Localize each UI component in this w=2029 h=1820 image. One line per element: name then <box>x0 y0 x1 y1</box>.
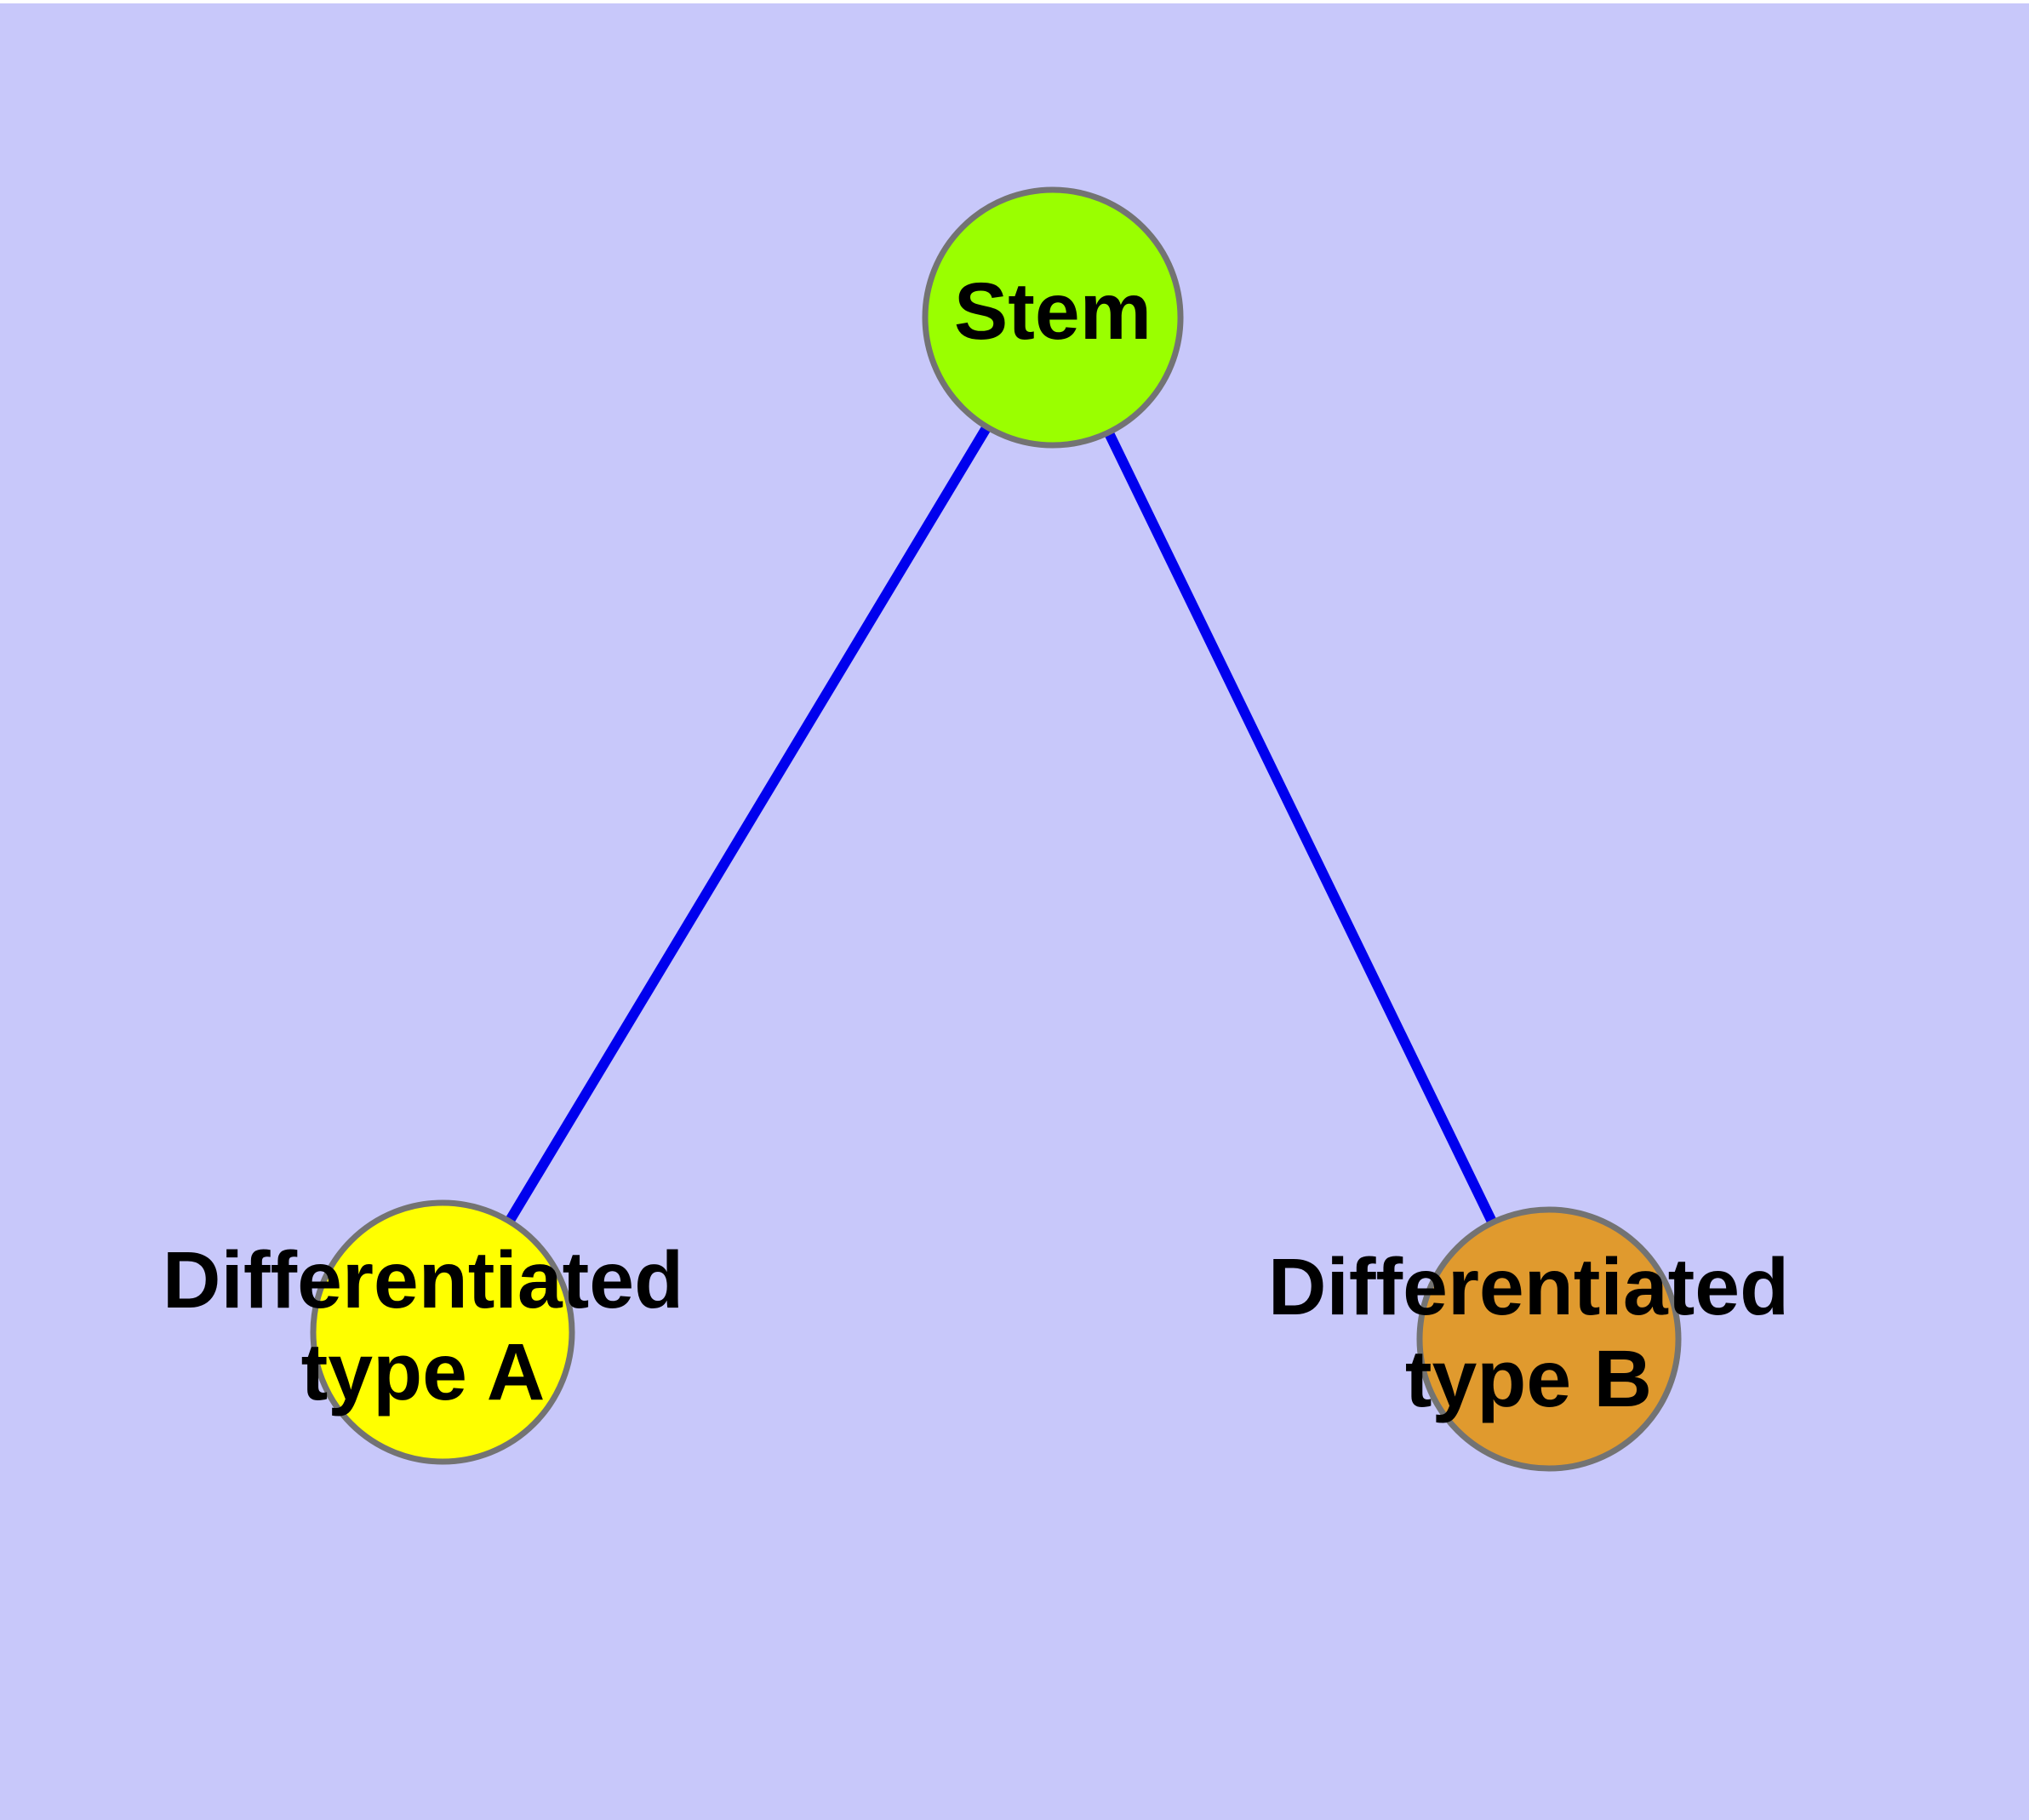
graph-node-label-line: type A <box>301 1327 546 1417</box>
top-margin-strip <box>0 0 2029 3</box>
graph-node-label-line: type B <box>1405 1334 1652 1424</box>
graph-node-stem[interactable] <box>922 186 1184 449</box>
graph-node-diffA[interactable] <box>310 1199 575 1465</box>
graph-node-diffB[interactable] <box>1416 1206 1682 1472</box>
edges-layer <box>499 415 1502 1234</box>
graph-node-label-stem: Stem <box>954 266 1152 357</box>
graph-node-label-line: Stem <box>954 266 1152 357</box>
graph-edge-stem-diffA <box>499 415 997 1233</box>
graph-node-label-line: Differentiated <box>1268 1242 1789 1332</box>
nodes-layer <box>310 186 1682 1472</box>
graph-edge-stem-diffB <box>1099 421 1502 1234</box>
graph-node-label-line: Differentiated <box>163 1235 683 1325</box>
